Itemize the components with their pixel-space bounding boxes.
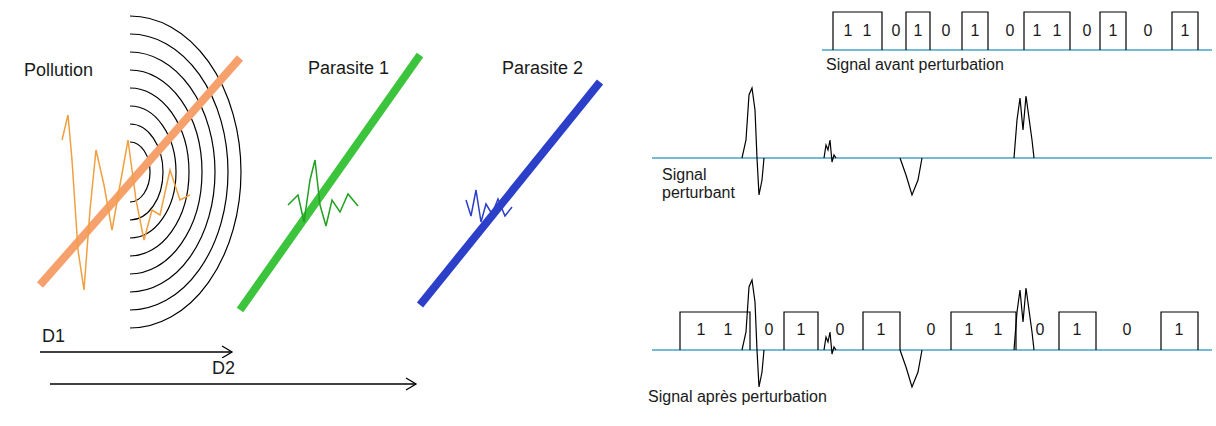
bit-value: 1 [1175, 321, 1184, 339]
bit-value: 1 [971, 22, 980, 40]
parasite-line [420, 82, 600, 305]
baselines [652, 50, 1212, 350]
bit-value: 0 [1036, 321, 1045, 339]
bit-value: 0 [1083, 22, 1092, 40]
bit-value: 1 [844, 22, 853, 40]
distance-arrows [40, 346, 416, 390]
source-label: Parasite 1 [306, 58, 391, 79]
bit-value: 1 [1053, 22, 1062, 40]
distance-label: D2 [210, 358, 237, 379]
bit-value: 0 [836, 321, 845, 339]
bit-value: 0 [892, 22, 901, 40]
source-label: Pollution [22, 60, 95, 81]
source-label: Parasite 2 [500, 58, 585, 79]
bit-value: 1 [877, 321, 886, 339]
pulses [680, 12, 1198, 350]
bit-value: 1 [965, 321, 974, 339]
pollution-signal [62, 115, 190, 290]
perturbed-noise [742, 280, 1034, 387]
bit-value: 1 [797, 321, 806, 339]
bit-value: 1 [697, 321, 706, 339]
wave-arcs [130, 16, 241, 328]
bit-value: 1 [994, 321, 1003, 339]
bit-value: 1 [1033, 22, 1042, 40]
distance-label: D1 [40, 326, 67, 347]
signal-caption: Signal après perturbation [648, 388, 827, 406]
bit-value: 1 [1109, 22, 1118, 40]
bit-value: 0 [1123, 321, 1132, 339]
bit-value: 1 [1073, 321, 1082, 339]
signal-caption: Signal avant perturbation [826, 56, 1004, 74]
bit-value: 1 [914, 22, 923, 40]
noise-signal [742, 88, 1034, 195]
bit-value: 0 [942, 22, 951, 40]
bit-value: 1 [1181, 22, 1190, 40]
parasite-signal [466, 190, 512, 222]
bit-value: 0 [1006, 22, 1015, 40]
bit-value: 1 [724, 321, 733, 339]
parasite-line [240, 55, 420, 310]
bit-value: 0 [1144, 22, 1153, 40]
bit-value: 1 [863, 22, 872, 40]
bit-value: 0 [927, 321, 936, 339]
parasite-signal [288, 160, 358, 226]
bit-value: 0 [765, 321, 774, 339]
signal-caption: Signal perturbant [662, 166, 758, 203]
pollution-line [40, 58, 240, 285]
